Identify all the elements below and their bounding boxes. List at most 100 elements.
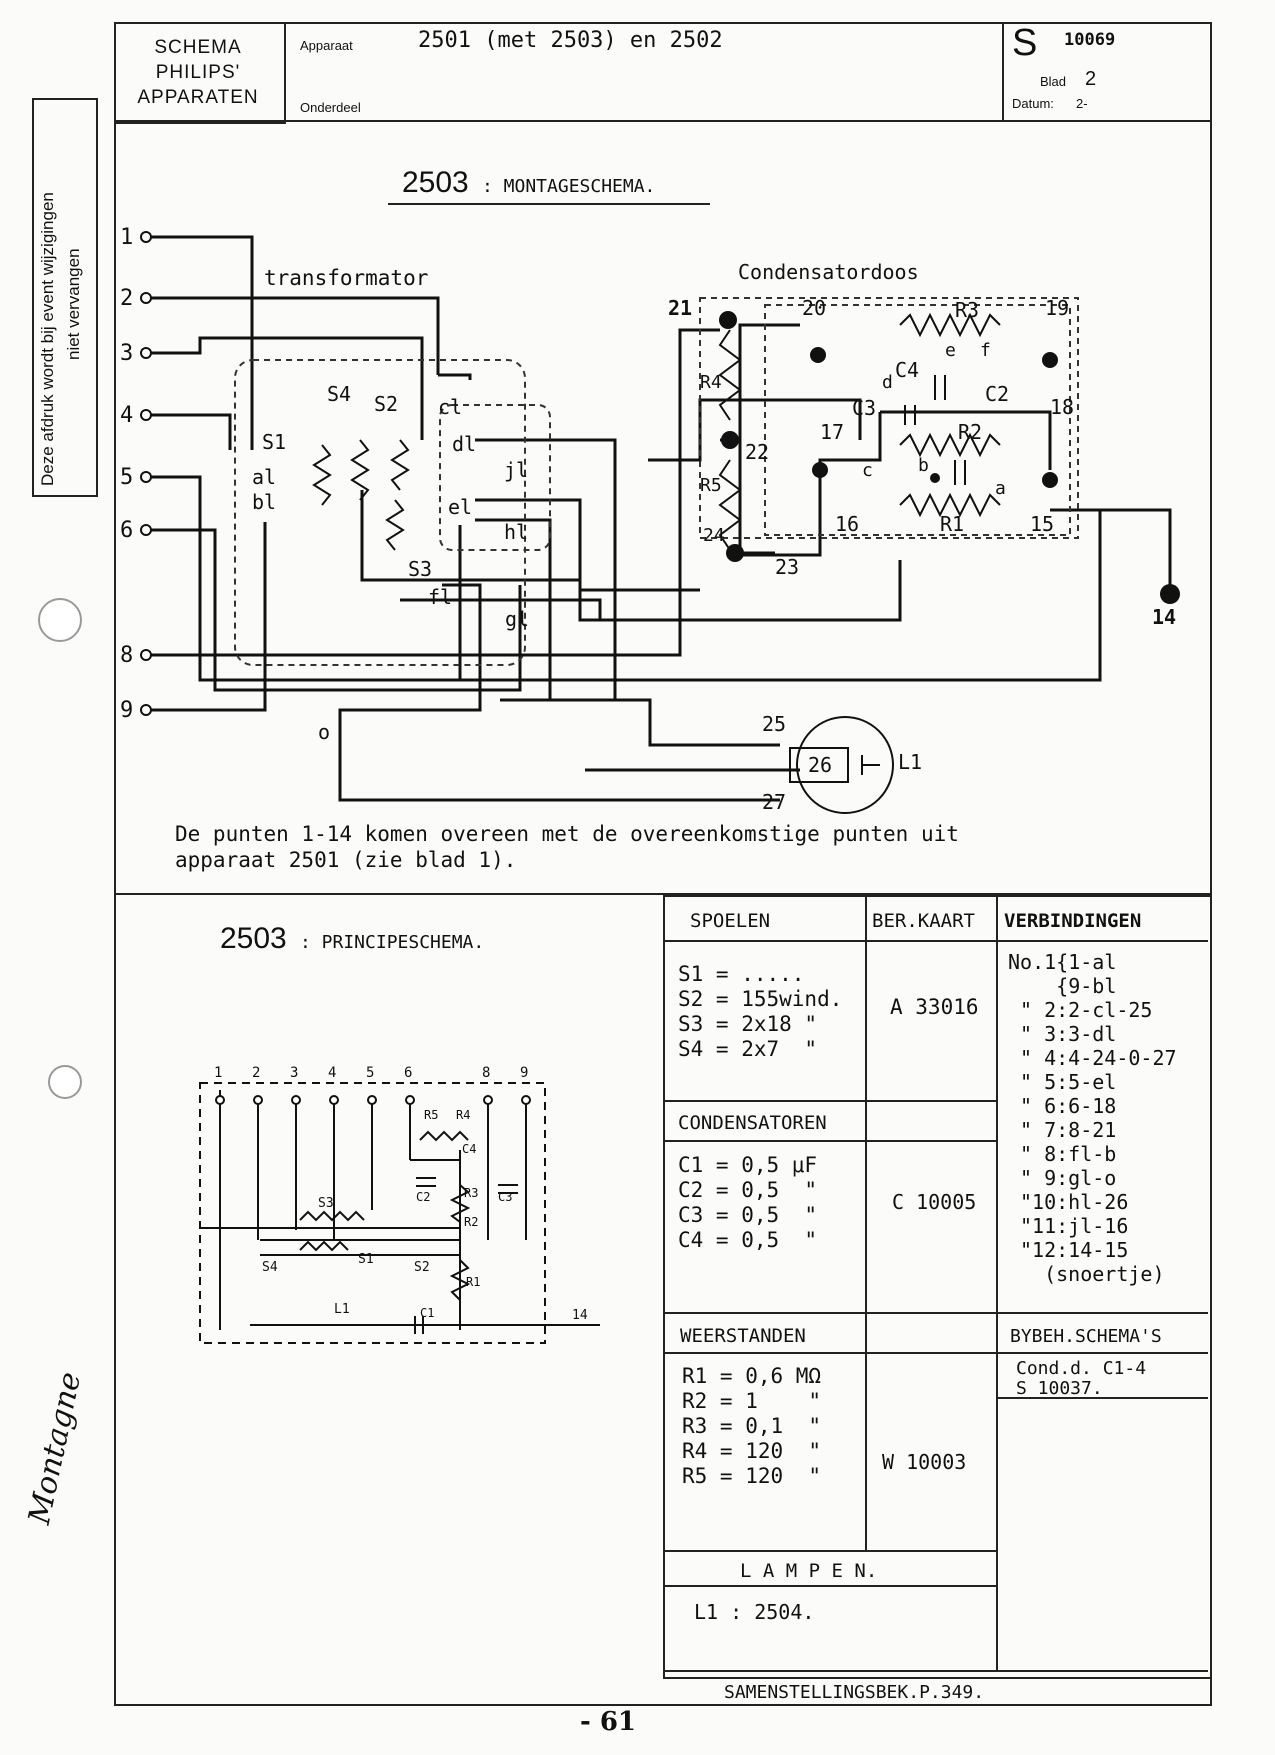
condensatoren-row-1: C1 = 0,5 μF — [678, 1153, 818, 1177]
table-line-weerstanden — [663, 1312, 1208, 1314]
verbindingen-row-9: " 8:fl-b — [1020, 1142, 1117, 1166]
bybeh-line2: S 10037. — [1016, 1378, 1103, 1399]
spoelen-row-4: S4 = 2x7 " — [678, 1037, 818, 1061]
label-transformator: transformator — [264, 266, 429, 290]
table-line-lampen-bottom — [663, 1585, 998, 1587]
montage-note-line1: De punten 1-14 komen overeen met de over… — [175, 822, 959, 846]
box-label-R3: R3 — [955, 298, 980, 322]
verbindingen-row-3: " 2:2-cl-25 — [1020, 998, 1153, 1022]
terminal-3: 3 — [120, 341, 134, 366]
principe-R5: R5 — [424, 1108, 439, 1122]
principe-R4: R4 — [456, 1108, 471, 1122]
spoelen-row-3: S3 = 2x18 " — [678, 1012, 818, 1036]
table-col-div-1 — [865, 895, 867, 1550]
box-label-b: b — [918, 455, 929, 476]
principe-S2: S2 — [414, 1260, 430, 1275]
principe-num-1: 1 — [214, 1065, 223, 1081]
box-label-e: e — [945, 340, 956, 361]
outer-frame — [114, 22, 1212, 1706]
principe-num-8: 8 — [482, 1065, 491, 1081]
punch-hole-bottom — [48, 1065, 82, 1099]
box-label-C2: C2 — [985, 382, 1010, 406]
box-label-17: 17 — [820, 420, 845, 444]
side-stamp-box — [32, 98, 98, 497]
box-label-C3: C3 — [852, 396, 877, 420]
principe-14: 14 — [572, 1308, 588, 1323]
table-line-weerstanden-bottom — [663, 1352, 998, 1354]
condensatoren-row-2: C2 = 0,5 " — [678, 1178, 818, 1202]
table-line-footer — [663, 1670, 1208, 1672]
box-label-23: 23 — [775, 555, 800, 579]
box-label-21: 21 — [668, 296, 693, 320]
label-S3: S3 — [408, 557, 433, 581]
lamp-label-25: 25 — [762, 712, 787, 736]
weerstanden-ref: W 10003 — [882, 1450, 967, 1474]
condensatoren-row-3: C3 = 0,5 " — [678, 1203, 818, 1227]
lampen-header: L A M P E N. — [740, 1560, 878, 1582]
principe-num-5: 5 — [366, 1065, 375, 1081]
label-o: o — [318, 720, 331, 744]
datum-label: Datum: — [1012, 96, 1054, 111]
table-line-condensatoren-bottom — [663, 1140, 998, 1142]
spoelen-ref: A 33016 — [890, 995, 979, 1019]
condensatoren-row-4: C4 = 0,5 " — [678, 1228, 818, 1252]
principe-R1: R1 — [466, 1275, 481, 1289]
box-label-R4: R4 — [700, 372, 722, 393]
spoelen-row-1: S1 = ..... — [678, 962, 805, 986]
montage-note-line2: apparaat 2501 (zie blad 1). — [175, 848, 517, 872]
terminal-2: 2 — [120, 286, 134, 311]
punch-hole-top — [38, 598, 82, 642]
principe-C1: C1 — [420, 1306, 435, 1320]
principe-S3: S3 — [318, 1196, 334, 1211]
terminal-9: 9 — [120, 698, 134, 723]
ber-kaart-header: BER.KAART — [872, 910, 975, 932]
principe-C2: C2 — [416, 1190, 431, 1204]
box-label-15: 15 — [1030, 512, 1055, 536]
principe-num-6: 6 — [404, 1065, 413, 1081]
verbindingen-row-11: "10:hl-26 — [1020, 1190, 1129, 1214]
verbindingen-row-14: (snoertje) — [1020, 1262, 1165, 1286]
weerstanden-row-1: R1 = 0,6 MΩ — [682, 1364, 822, 1388]
table-col-div-2 — [996, 895, 998, 1670]
verbindingen-row-2: {9-bl — [1008, 974, 1117, 998]
verbindingen-row-1: No.1{1-al — [1008, 950, 1117, 974]
onderdeel-label: Onderdeel — [300, 100, 361, 115]
weerstanden-header: WEERSTANDEN — [680, 1325, 806, 1347]
weerstanden-row-3: R3 = 0,1 " — [682, 1414, 822, 1438]
box-label-20: 20 — [802, 296, 827, 320]
principe-S4: S4 — [262, 1260, 278, 1275]
principe-num-9: 9 — [520, 1065, 529, 1081]
weerstanden-row-2: R2 = 1 " — [682, 1389, 822, 1413]
weerstanden-row-5: R5 = 120 " — [682, 1464, 822, 1488]
page-number: - 61 — [580, 1707, 637, 1737]
sheet-number: 10069 — [1064, 30, 1116, 50]
header-title-line3: APPARATEN — [137, 87, 259, 108]
apparaat-label: Apparaat — [300, 38, 353, 53]
principe-title-text: : PRINCIPESCHEMA. — [300, 932, 485, 953]
principe-R2: R2 — [464, 1215, 479, 1229]
condensatoren-header: CONDENSATOREN — [678, 1112, 827, 1134]
box-label-22: 22 — [745, 440, 770, 464]
label-fl: fl — [428, 585, 453, 609]
box-label-c: c — [862, 460, 873, 481]
label-el: el — [448, 495, 473, 519]
header-title-line1: SCHEMA — [154, 37, 242, 58]
lamp-label-L1: L1 — [898, 750, 923, 774]
weerstanden-row-4: R4 = 120 " — [682, 1439, 822, 1463]
verbindingen-row-8: " 7:8-21 — [1020, 1118, 1117, 1142]
principe-num-2: 2 — [252, 1065, 261, 1081]
table-line-condensatoren — [663, 1100, 998, 1102]
terminal-5: 5 — [120, 465, 134, 490]
datum-value: 2- — [1076, 96, 1088, 111]
verbindingen-row-12: "11:jl-16 — [1020, 1214, 1129, 1238]
principe-R3: R3 — [464, 1186, 479, 1200]
header-title-line2: PHILIPS' — [155, 62, 241, 83]
principe-C4: C4 — [462, 1142, 477, 1156]
box-label-R5: R5 — [700, 475, 722, 496]
label-cl: cl — [438, 395, 463, 419]
terminal-8: 8 — [120, 643, 134, 668]
bybeh-header: BYBEH.SCHEMA'S — [1010, 1326, 1162, 1347]
label-bl: bl — [252, 490, 277, 514]
spoelen-header: SPOELEN — [690, 910, 771, 932]
